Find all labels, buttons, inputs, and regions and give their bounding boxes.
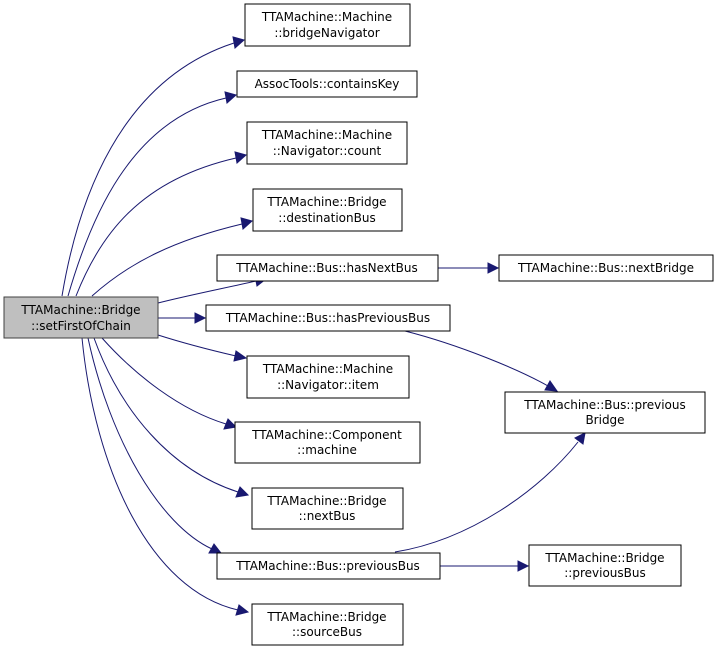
node-label: ::previousBus bbox=[564, 566, 645, 580]
node-label: TTAMachine::Bus::nextBridge bbox=[517, 261, 694, 275]
arrowhead bbox=[233, 350, 248, 362]
node-navigator-item[interactable]: TTAMachine::Machine ::Navigator::item bbox=[246, 355, 410, 399]
edge-root-busPreviousBus bbox=[87, 337, 213, 550]
node-label: ::Navigator::count bbox=[273, 144, 382, 158]
node-root-setFirstOfChain[interactable]: TTAMachine::Bridge ::setFirstOfChain bbox=[3, 296, 159, 339]
node-bus-hasPreviousBus[interactable]: TTAMachine::Bus::hasPreviousBus bbox=[205, 304, 451, 332]
node-navigator-count[interactable]: TTAMachine::Machine ::Navigator::count bbox=[246, 121, 408, 165]
arrowhead bbox=[194, 312, 207, 324]
node-label: ::sourceBus bbox=[292, 625, 362, 639]
arrowhead bbox=[235, 486, 250, 498]
node-assoctools-containsKey[interactable]: AssocTools::containsKey bbox=[236, 70, 418, 98]
node-bridge-previousBus[interactable]: TTAMachine::Bridge ::previousBus bbox=[528, 544, 682, 587]
arrowhead bbox=[517, 560, 530, 572]
node-bus-nextBridge[interactable]: TTAMachine::Bus::nextBridge bbox=[498, 254, 714, 282]
node-label: ::nextBus bbox=[299, 509, 356, 523]
node-machine-bridgeNavigator[interactable]: TTAMachine::Machine ::bridgeNavigator bbox=[244, 3, 411, 47]
arrowhead bbox=[235, 604, 250, 616]
arrowhead bbox=[223, 418, 238, 430]
arrowhead bbox=[574, 432, 586, 445]
arrowhead bbox=[232, 36, 246, 49]
node-label: TTAMachine::Bus::previous bbox=[523, 398, 686, 412]
node-label: TTAMachine::Component bbox=[251, 428, 402, 442]
node-label: TTAMachine::Bus::hasPreviousBus bbox=[225, 311, 430, 325]
node-label: AssocTools::containsKey bbox=[255, 77, 400, 91]
node-label: Bridge bbox=[585, 413, 624, 427]
node-label: TTAMachine::Bus::previousBus bbox=[235, 559, 420, 573]
edge-root-componentMachine bbox=[101, 337, 227, 425]
node-label: TTAMachine::Machine bbox=[261, 10, 392, 24]
node-label: ::Navigator::item bbox=[277, 378, 379, 392]
node-label: TTAMachine::Bridge bbox=[544, 551, 664, 565]
edge-root-navigatorItem bbox=[157, 334, 237, 357]
node-label: TTAMachine::Machine bbox=[262, 362, 393, 376]
edge-root-destinationBus bbox=[91, 223, 243, 297]
nodes: TTAMachine::Bridge ::setFirstOfChain TTA… bbox=[3, 3, 714, 646]
edge-root-hasNextBus bbox=[157, 280, 257, 304]
node-bridge-sourceBus[interactable]: TTAMachine::Bridge ::sourceBus bbox=[251, 603, 404, 646]
arrowhead bbox=[208, 543, 223, 554]
edge-busPreviousBus-previousBridge bbox=[394, 441, 579, 553]
edge-root-bridgeNavigator bbox=[61, 42, 235, 297]
node-bus-hasNextBus[interactable]: TTAMachine::Bus::hasNextBus bbox=[216, 254, 439, 282]
edge-root-sourceBus bbox=[81, 337, 239, 611]
node-label: TTAMachine::Bridge bbox=[20, 303, 140, 317]
node-label: ::destinationBus bbox=[278, 211, 375, 225]
node-component-machine[interactable]: TTAMachine::Component ::machine bbox=[234, 421, 421, 464]
node-bridge-destinationBus[interactable]: TTAMachine::Bridge ::destinationBus bbox=[252, 188, 403, 232]
edge-root-navigatorCount bbox=[75, 157, 237, 297]
node-bus-previousBridge[interactable]: TTAMachine::Bus::previous Bridge bbox=[504, 391, 706, 434]
arrowhead bbox=[224, 91, 238, 104]
node-label: TTAMachine::Bridge bbox=[266, 195, 386, 209]
node-label: TTAMachine::Machine bbox=[261, 128, 392, 142]
node-label: ::bridgeNavigator bbox=[274, 26, 379, 40]
node-label: ::machine bbox=[297, 443, 357, 457]
arrowhead bbox=[234, 151, 248, 164]
edge-hasPreviousBus-previousBridge bbox=[404, 330, 549, 387]
node-label: ::setFirstOfChain bbox=[31, 319, 131, 333]
node-label: TTAMachine::Bridge bbox=[266, 494, 386, 508]
node-label: TTAMachine::Bus::hasNextBus bbox=[235, 261, 417, 275]
arrowhead bbox=[544, 380, 559, 392]
node-bridge-nextBus[interactable]: TTAMachine::Bridge ::nextBus bbox=[251, 487, 404, 530]
edges bbox=[61, 36, 586, 616]
node-bus-previousBus[interactable]: TTAMachine::Bus::previousBus bbox=[216, 552, 441, 580]
edge-root-containsKey bbox=[67, 97, 227, 297]
arrowhead bbox=[240, 217, 254, 230]
edge-root-nextBus bbox=[93, 337, 239, 493]
node-label: TTAMachine::Bridge bbox=[266, 610, 386, 624]
arrowhead bbox=[487, 262, 500, 274]
